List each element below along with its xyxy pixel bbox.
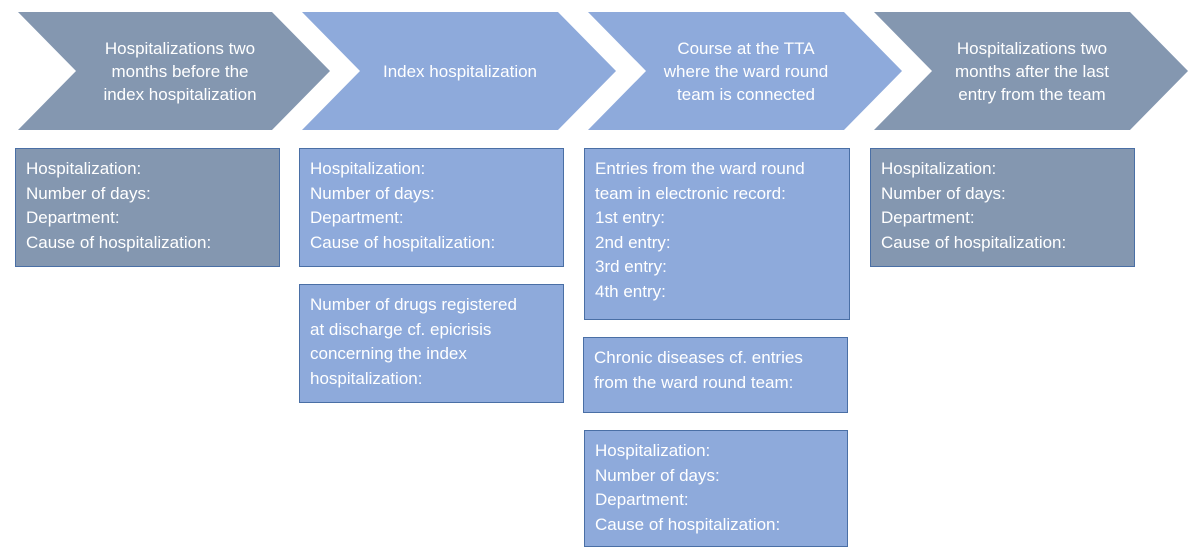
field-label: Number of days:	[26, 183, 151, 203]
stage-label-line: team is connected	[677, 84, 815, 104]
field-label: Department:	[26, 208, 120, 227]
field-label: Department:	[595, 490, 689, 509]
field-label: Cause of hospitalization:	[310, 232, 496, 252]
chevron-index	[302, 12, 616, 130]
field-label: hospitalization:	[310, 368, 423, 388]
field-label: Department:	[310, 208, 404, 227]
stage-label-index: Index hospitalization	[360, 12, 560, 130]
field-label: Entries from the ward round	[595, 159, 805, 178]
stage-label-line: where the ward round	[663, 61, 829, 81]
field-label: Hospitalization:	[26, 159, 142, 178]
stage-label-line: Hospitalizations two	[104, 38, 256, 58]
field-label: 4th entry:	[595, 281, 666, 301]
ward-round-entries-box: Entries from the ward round team in elec…	[584, 148, 850, 320]
stage-label-line: Hospitalizations two	[956, 38, 1108, 58]
chronic-diseases-box: Chronic diseases cf. entries from the wa…	[583, 337, 848, 413]
stage-label-line: months after the last	[954, 61, 1110, 81]
field-label: Number of days:	[595, 465, 720, 485]
stage-label-after: Hospitalizations two months after the la…	[932, 12, 1132, 130]
chevron-tta	[588, 12, 902, 130]
chevron-row	[18, 12, 1188, 130]
after-hospitalization-box: Hospitalization: Number of days: Departm…	[870, 148, 1135, 267]
field-label: Number of drugs registered	[310, 295, 517, 314]
field-label: Department:	[881, 208, 975, 227]
index-hospitalization-box: Hospitalization: Number of days: Departm…	[299, 148, 564, 267]
field-label: Number of days:	[310, 183, 435, 203]
discharge-drugs-box: Number of drugs registered at discharge …	[299, 284, 564, 403]
field-label: Chronic diseases cf. entries	[594, 348, 803, 367]
stage-label-tta: Course at the TTA where the ward round t…	[646, 12, 846, 130]
field-label: team in electronic record:	[595, 183, 786, 203]
stage-label-line: entry from the team	[958, 84, 1106, 104]
field-label: Number of days:	[881, 183, 1006, 203]
field-label: Hospitalization:	[595, 441, 711, 460]
field-label: Hospitalization:	[881, 159, 997, 178]
field-label: 3rd entry:	[595, 257, 667, 276]
field-label: from the ward round team:	[594, 372, 794, 392]
chevron-after	[874, 12, 1188, 130]
field-label: Cause of hospitalization:	[881, 232, 1067, 252]
chevron-before	[18, 12, 330, 130]
field-label: Cause of hospitalization:	[595, 514, 781, 534]
stage-label-before: Hospitalizations two months before the i…	[80, 12, 280, 130]
stage-label-line: months before the	[111, 61, 249, 81]
stage-label-line: index hospitalization	[103, 84, 257, 104]
before-hospitalization-box: Hospitalization: Number of days: Departm…	[15, 148, 280, 267]
field-label: 2nd entry:	[595, 232, 671, 252]
field-label: 1st entry:	[595, 208, 665, 227]
field-label: Hospitalization:	[310, 159, 426, 178]
field-label: at discharge cf. epicrisis	[310, 319, 492, 339]
field-label: Cause of hospitalization:	[26, 232, 212, 252]
stage-label-line: Index hospitalization	[382, 61, 538, 81]
tta-hospitalization-box: Hospitalization: Number of days: Departm…	[584, 430, 848, 547]
stage-label-line: Course at the TTA	[677, 38, 815, 58]
field-label: concerning the index	[310, 344, 467, 363]
